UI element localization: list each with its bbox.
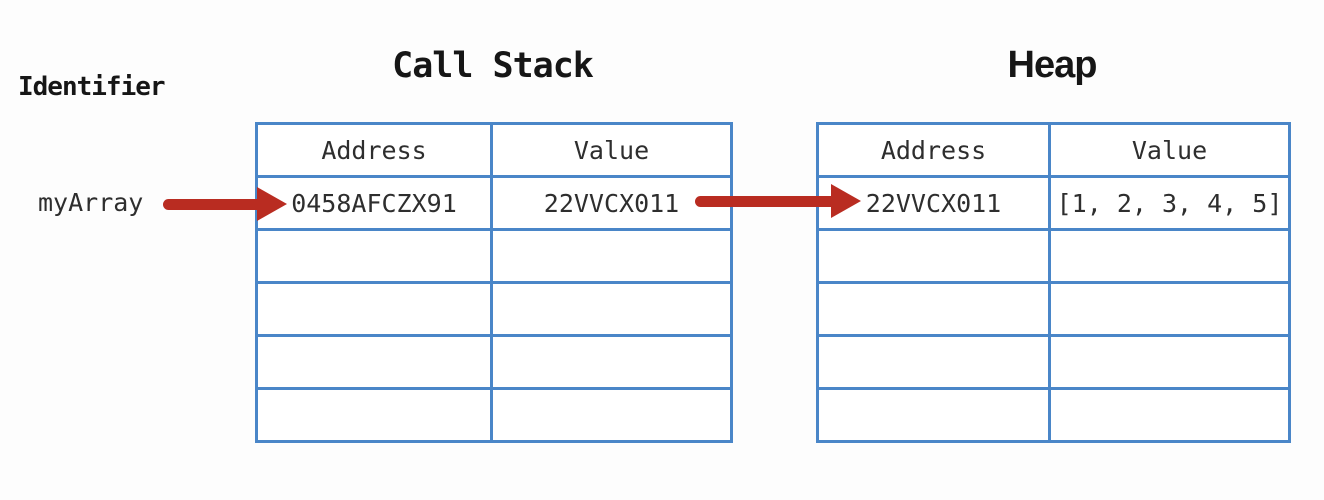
heap-value-cell (1048, 228, 1291, 284)
call-stack-table: Address Value 0458AFCZX91 22VVCX011 (255, 122, 733, 443)
call-stack-value-cell (490, 228, 733, 284)
call-stack-title: Call Stack (392, 46, 594, 86)
table-row (816, 281, 1291, 337)
heap-address-cell (816, 334, 1051, 390)
variable-name-label: myArray (38, 188, 144, 217)
call-stack-header-row: Address Value (255, 122, 733, 178)
arrow-head-icon (257, 187, 287, 221)
heap-table: Address Value 22VVCX011 [1, 2, 3, 4, 5] (816, 122, 1291, 443)
call-stack-address-cell: 0458AFCZX91 (255, 175, 493, 231)
table-row (816, 228, 1291, 284)
table-row (255, 281, 733, 337)
call-stack-address-cell (255, 387, 493, 443)
table-row (816, 334, 1291, 390)
call-stack-value-cell (490, 387, 733, 443)
call-stack-value-cell (490, 281, 733, 337)
heap-address-cell (816, 387, 1051, 443)
heap-value-cell (1048, 387, 1291, 443)
table-row (816, 387, 1291, 443)
table-row (255, 228, 733, 284)
heap-address-cell (816, 281, 1051, 337)
table-row: 22VVCX011 [1, 2, 3, 4, 5] (816, 175, 1291, 231)
arrow-shaft (695, 196, 837, 207)
call-stack-value-cell (490, 334, 733, 390)
heap-header-row: Address Value (816, 122, 1291, 178)
heap-value-cell: [1, 2, 3, 4, 5] (1048, 175, 1291, 231)
table-row (255, 334, 733, 390)
call-stack-address-cell (255, 334, 493, 390)
pointer-arrow-identifier-to-callstack (163, 186, 288, 222)
heap-address-header: Address (816, 122, 1051, 178)
heap-title: Heap (1007, 44, 1098, 86)
table-row: 0458AFCZX91 22VVCX011 (255, 175, 733, 231)
arrow-shaft (163, 199, 263, 210)
heap-value-header: Value (1048, 122, 1291, 178)
heap-value-cell (1048, 281, 1291, 337)
identifier-label: Identifier (18, 72, 166, 102)
table-row (255, 387, 733, 443)
call-stack-address-cell (255, 228, 493, 284)
call-stack-value-header: Value (490, 122, 733, 178)
call-stack-value-cell: 22VVCX011 (490, 175, 733, 231)
call-stack-address-header: Address (255, 122, 493, 178)
pointer-arrow-callstack-to-heap (695, 184, 863, 220)
heap-value-cell (1048, 334, 1291, 390)
heap-address-cell (816, 228, 1051, 284)
arrow-head-icon (831, 184, 861, 218)
call-stack-address-cell (255, 281, 493, 337)
